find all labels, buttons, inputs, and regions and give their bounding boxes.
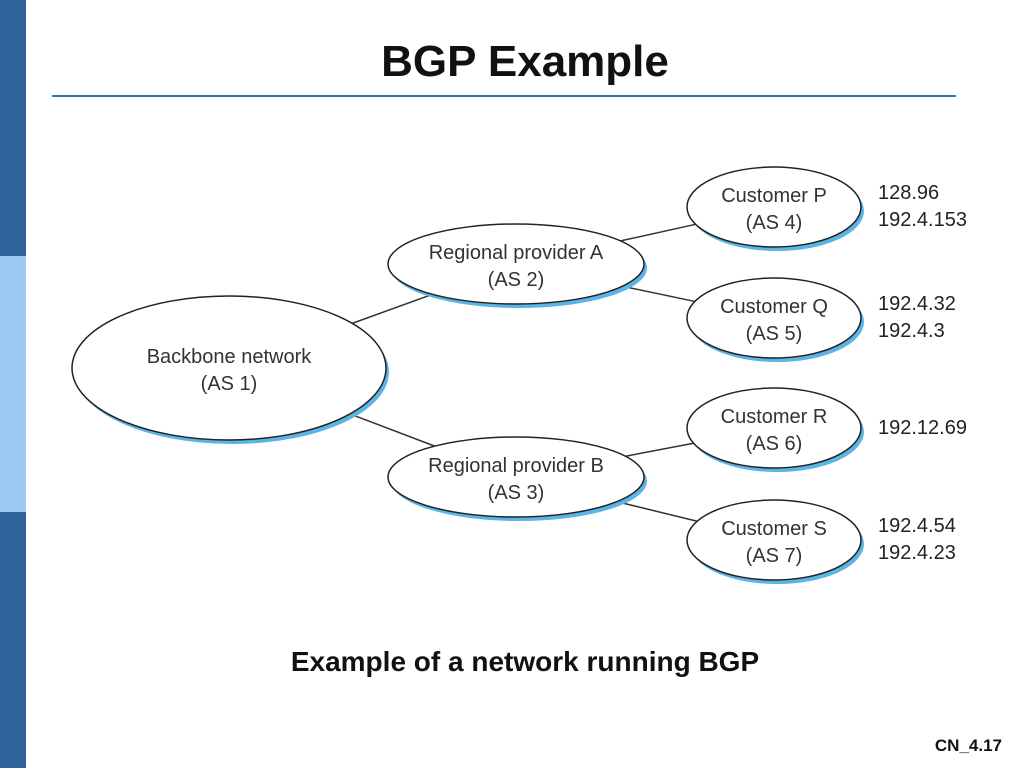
edges-layer — [349, 223, 698, 522]
node-label: Regional provider A — [429, 242, 604, 264]
node-as4: Customer P (AS 4) — [686, 166, 864, 251]
node-label: Regional provider B — [428, 455, 604, 477]
edge-as3-as7 — [616, 500, 698, 522]
ip-prefix: 192.4.54 — [878, 515, 956, 537]
node-label: Customer S — [721, 518, 827, 540]
slide-title: BGP Example — [381, 37, 669, 86]
prefix-list-as7: 192.4.54 192.4.23 — [878, 515, 956, 564]
node-as-number: (AS 4) — [746, 212, 803, 234]
node-as-number: (AS 6) — [746, 433, 803, 455]
side-bar-bottom — [0, 512, 26, 768]
edge-as3-as6 — [625, 442, 694, 457]
ip-prefix: 192.4.32 — [878, 293, 956, 315]
node-ellipse — [686, 499, 862, 581]
node-ellipse — [686, 166, 862, 248]
title-divider — [52, 95, 956, 97]
node-as5: Customer Q (AS 5) — [686, 277, 864, 362]
node-ellipse — [387, 436, 645, 518]
ip-prefix: 192.12.69 — [878, 417, 967, 439]
node-label: Customer R — [721, 406, 828, 428]
node-label: Customer Q — [720, 296, 828, 318]
ip-prefix: 192.4.3 — [878, 320, 945, 342]
node-as2: Regional provider A (AS 2) — [387, 223, 647, 308]
edge-as1-as2 — [351, 293, 433, 325]
side-bar-middle — [0, 256, 26, 512]
slide-number: CN_4.17 — [934, 736, 1002, 755]
prefix-layer: 128.96 192.4.153 192.4.32 192.4.3 192.12.69 1… — [878, 182, 967, 564]
node-as-number: (AS 7) — [746, 545, 803, 567]
node-as3: Regional provider B (AS 3) — [387, 436, 647, 521]
node-as-number: (AS 1) — [201, 373, 258, 395]
prefix-list-as6: 192.12.69 — [878, 417, 967, 439]
edge-as1-as3 — [349, 413, 435, 447]
ip-prefix: 192.4.153 — [878, 209, 967, 231]
node-as-number: (AS 3) — [488, 482, 545, 504]
edge-as2-as4 — [620, 223, 696, 242]
nodes-layer: Backbone network (AS 1) Regional provider … — [71, 166, 864, 584]
ip-prefix: 128.96 — [878, 182, 939, 204]
node-as7: Customer S (AS 7) — [686, 499, 864, 584]
node-ellipse — [71, 295, 387, 441]
ip-prefix: 192.4.23 — [878, 542, 956, 564]
node-as-number: (AS 5) — [746, 323, 803, 345]
node-ellipse — [686, 277, 862, 359]
figure-caption: Example of a network running BGP — [290, 646, 760, 677]
node-as1: Backbone network (AS 1) — [71, 295, 389, 444]
node-as6: Customer R (AS 6) — [686, 387, 864, 472]
node-label: Customer P — [721, 185, 827, 207]
node-ellipse — [686, 387, 862, 469]
prefix-list-as5: 192.4.32 192.4.3 — [878, 293, 956, 342]
node-label: Backbone network — [147, 346, 313, 368]
prefix-list-as4: 128.96 192.4.153 — [878, 182, 967, 231]
edge-as2-as5 — [622, 285, 695, 303]
side-bar-top — [0, 0, 26, 256]
node-ellipse — [387, 223, 645, 305]
node-as-number: (AS 2) — [488, 269, 545, 291]
